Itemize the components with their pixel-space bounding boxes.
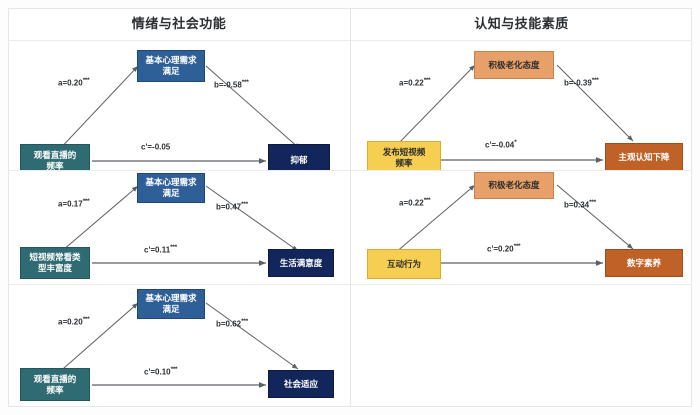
mediator-node[interactable]: 基本心理需求满足 xyxy=(137,173,205,203)
path-c-label: c'=-0.05 xyxy=(141,142,171,152)
predictor-node[interactable]: 互动行为 xyxy=(367,249,441,279)
outcome-node[interactable]: 生活满意度 xyxy=(268,249,334,277)
path-a-label: a=0.20*** xyxy=(58,316,90,327)
mediator-node[interactable]: 基本心理需求满足 xyxy=(137,50,205,82)
mediator-node[interactable]: 基本心理需求满足 xyxy=(137,289,205,319)
path-a-line xyxy=(394,64,476,148)
path-b-label: b=-0.39*** xyxy=(564,77,599,88)
edge-layer xyxy=(394,64,634,163)
path-b-line xyxy=(205,302,299,370)
row-divider-2 xyxy=(8,284,692,285)
path-a-label: a=0.20*** xyxy=(58,77,90,88)
path-c-label: c'=0.20*** xyxy=(487,243,521,254)
edge-layer xyxy=(55,65,301,164)
outcome-node[interactable]: 数字素养 xyxy=(605,249,683,277)
mediator-node[interactable]: 积极老化态度 xyxy=(474,172,554,199)
path-a-label: a=0.22*** xyxy=(399,197,431,208)
column-header-cognitive-skill: 认知与技能素质 xyxy=(474,16,569,31)
row-divider-1 xyxy=(8,170,692,171)
panel-bottom-right-empty xyxy=(351,285,692,407)
path-a-line xyxy=(394,184,476,254)
path-b-label: b=0.47*** xyxy=(216,201,248,212)
path-b-label: b=-0.58*** xyxy=(214,79,249,90)
edge-layer xyxy=(55,185,299,266)
predictor-node[interactable]: 观看直播的频率 xyxy=(20,368,90,401)
path-a-line xyxy=(55,65,139,154)
path-b-line xyxy=(205,65,301,150)
path-c-label: c'=0.11*** xyxy=(144,244,177,255)
panel-mid-right: 积极老化态度 互动行为 数字素养 a=0.22*** b=0.34*** c'=… xyxy=(351,171,692,284)
path-c-label: c'=0.10*** xyxy=(144,366,178,377)
header-divider xyxy=(8,40,692,41)
path-a-label: a=0.17*** xyxy=(58,198,90,209)
path-b-line xyxy=(205,185,299,252)
path-b-label: b=0.62*** xyxy=(216,318,248,329)
predictor-node[interactable]: 观看直播的频率 xyxy=(20,144,90,170)
panel-top-left: 基本心理需求满足 观看直播的频率 抑郁 a=0.20*** b=-0.58***… xyxy=(8,41,350,170)
path-b-line xyxy=(556,64,634,142)
column-header-emotional-social: 情绪与社会功能 xyxy=(131,16,227,31)
path-c-label: c'=-0.04* xyxy=(485,139,517,150)
edge-layer xyxy=(55,302,299,388)
mediator-node[interactable]: 积极老化态度 xyxy=(474,51,554,79)
outcome-node[interactable]: 主观认知下降 xyxy=(605,143,683,170)
path-a-line xyxy=(55,185,139,257)
panel-top-right: 积极老化态度 发布短视频频率 主观认知下降 a=0.22*** b=-0.39*… xyxy=(351,41,692,170)
path-b-line xyxy=(556,184,634,250)
panel-bottom-left: 基本心理需求满足 观看直播的频率 社会适应 a=0.20*** b=0.62**… xyxy=(8,285,350,407)
outcome-node[interactable]: 社会适应 xyxy=(268,370,334,398)
predictor-node[interactable]: 短视频常看类型丰富度 xyxy=(20,247,90,279)
predictor-node[interactable]: 发布短视频频率 xyxy=(367,141,441,170)
path-b-label: b=0.34*** xyxy=(564,199,596,210)
path-a-line xyxy=(55,302,139,376)
column-divider xyxy=(350,8,351,407)
edge-layer xyxy=(394,184,634,266)
path-a-label: a=0.22*** xyxy=(399,77,431,88)
outcome-node[interactable]: 抑郁 xyxy=(268,144,330,170)
panel-mid-left: 基本心理需求满足 短视频常看类型丰富度 生活满意度 a=0.17*** b=0.… xyxy=(8,171,350,284)
